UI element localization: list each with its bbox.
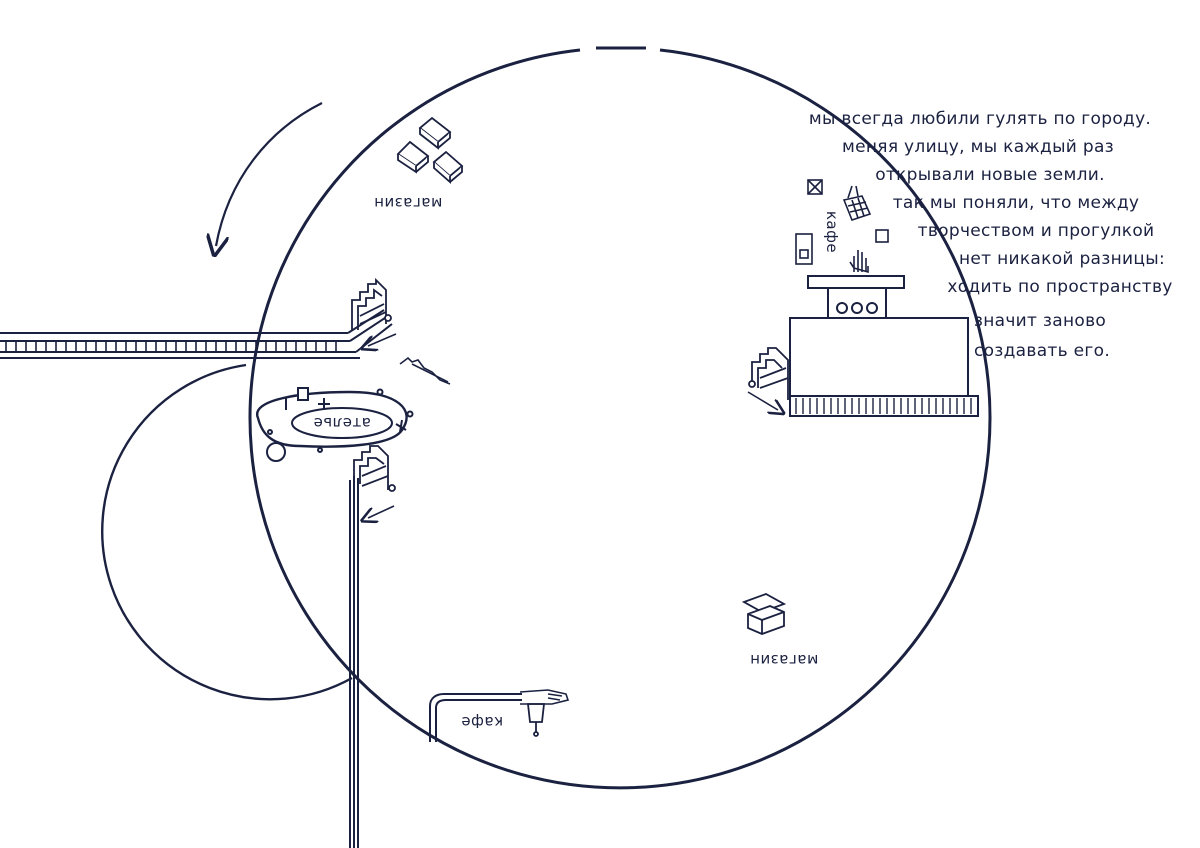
shop-label-bottom-text: магазин bbox=[750, 651, 819, 669]
cafe-label-top: кафе bbox=[823, 211, 841, 253]
quote-line: мы всегда любили гулять по городу. bbox=[809, 109, 1151, 129]
main-circle bbox=[248, 46, 992, 790]
quote-line: значит заново bbox=[974, 311, 1106, 331]
quote: мы всегда любили гулять по городу. меняя… bbox=[809, 109, 1173, 361]
arrow-icon bbox=[368, 333, 397, 346]
cafe-label-top-text: кафе bbox=[823, 211, 841, 253]
staircase-icon bbox=[748, 347, 789, 400]
ramp-stairs-icon bbox=[399, 356, 451, 385]
cafe-label-bottom: кафе bbox=[461, 713, 503, 731]
railway-track bbox=[0, 309, 393, 359]
shopping-basket-icon bbox=[795, 179, 889, 265]
quote-line: нет никакой разницы: bbox=[959, 249, 1165, 269]
building-icon bbox=[789, 275, 979, 417]
quote-line: ходить по пространству bbox=[947, 277, 1172, 297]
books-icon bbox=[396, 116, 464, 184]
hand-icon bbox=[519, 689, 570, 705]
book-icon bbox=[741, 593, 787, 635]
vertical-rail bbox=[349, 476, 359, 848]
atelier-label-text: ателье bbox=[313, 414, 371, 432]
staircase-icon bbox=[351, 277, 392, 330]
hand-icon bbox=[849, 250, 869, 274]
quote-line: открывали новые земли. bbox=[875, 165, 1105, 185]
rotation-arrow-icon bbox=[216, 102, 323, 246]
quote-line: меняя улицу, мы каждый раз bbox=[842, 137, 1114, 157]
atelier-island-icon bbox=[256, 387, 414, 462]
quote-line: создавать его. bbox=[974, 341, 1110, 361]
arrow-icon bbox=[368, 505, 395, 518]
small-circle bbox=[101, 363, 353, 701]
quote-line: творчеством и прогулкой bbox=[918, 221, 1155, 241]
pipe bbox=[429, 693, 522, 742]
shop-label-top-text: магазин bbox=[374, 194, 443, 212]
staircase-icon bbox=[353, 445, 396, 492]
quote-line: так мы поняли, что между bbox=[893, 193, 1140, 213]
coffee-cup-icon bbox=[526, 703, 546, 737]
shop-label-top: магазин bbox=[374, 194, 443, 212]
arrow-icon bbox=[747, 391, 778, 410]
shop-label-bottom: магазин bbox=[750, 651, 819, 669]
cafe-label-bottom-text: кафе bbox=[461, 713, 503, 731]
atelier-label: ателье bbox=[313, 414, 371, 432]
